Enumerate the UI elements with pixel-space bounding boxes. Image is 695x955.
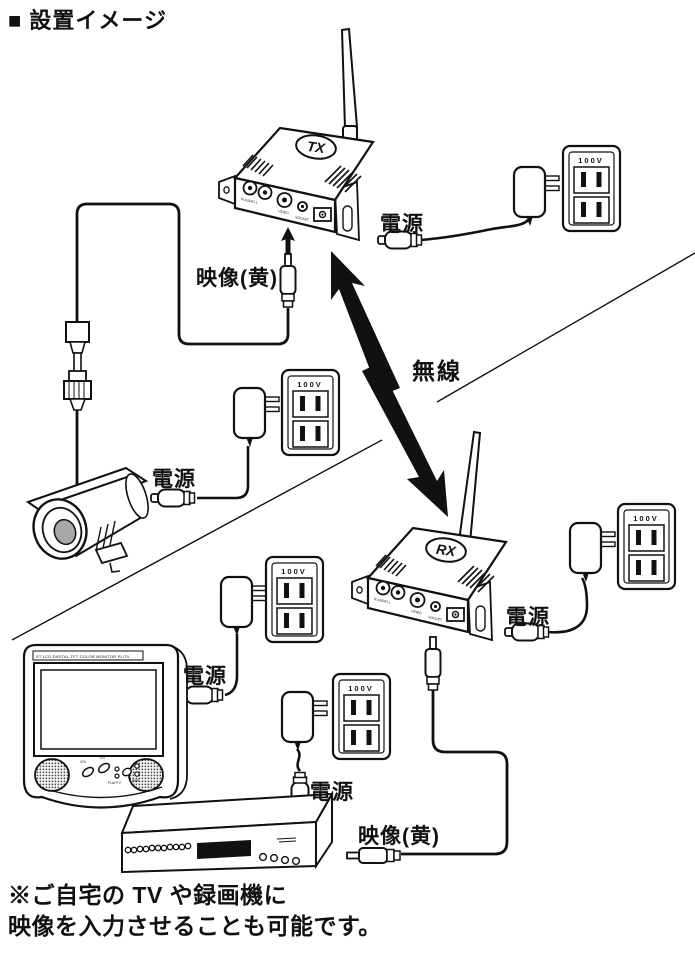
monitor-wall-outlet — [264, 555, 325, 644]
recorder-power-cord — [295, 748, 302, 772]
rx-power-cord — [547, 577, 589, 634]
bnc-joint — [63, 321, 92, 411]
speaker-left — [34, 758, 70, 792]
wall-line-lower — [11, 439, 383, 641]
footer-note-line1: ※ご自宅の TV や録画機に — [8, 882, 288, 908]
label-power-tx: 電源 — [380, 213, 424, 236]
rx-label: RX — [435, 541, 458, 560]
speaker-right — [128, 758, 164, 792]
tx-ac-adapter — [512, 165, 561, 228]
footer-note: ※ご自宅の TV や録画機に 映像を入力させることも可能です。 — [8, 880, 382, 942]
monitor-ac-adapter — [219, 575, 268, 638]
label-wireless: 無線 — [412, 358, 462, 384]
wireless-arrow — [331, 251, 448, 517]
label-power-recorder: 電源 — [310, 781, 354, 804]
monitor-power-cord — [224, 634, 239, 697]
monitor-ctl-ch: CH — [100, 756, 105, 760]
rx-video-cable — [401, 690, 509, 856]
tx-video-rca-plug — [279, 253, 297, 308]
label-video-yellow-tx: 映像(黄) — [196, 267, 278, 290]
recorder-display — [197, 840, 251, 859]
recorder — [120, 790, 334, 874]
rx-ac-adapter — [568, 521, 617, 584]
camera-power-cord — [197, 446, 250, 500]
rx-video-rca-plug — [424, 636, 442, 691]
page-title: ■ 設置イメージ — [8, 8, 167, 33]
tx-label: TX — [306, 138, 328, 157]
label-power-rx: 電源 — [506, 606, 550, 629]
camera-video-cable — [75, 202, 290, 346]
tx-unit: TX — [217, 27, 375, 242]
monitor-brand-text: ST LCD DIGITAL TFT COLOR MONITOR PL/TV — [36, 654, 130, 659]
monitor-controls[interactable]: VOL CH PLAY/TV PWR — [80, 756, 140, 785]
video-in-arrow — [281, 227, 295, 256]
footer-note-line2: 映像を入力させることも可能です。 — [8, 913, 382, 939]
monitor-ctl-playtv: PLAY/TV — [108, 781, 122, 785]
recorder-knobs[interactable] — [258, 852, 301, 866]
tx-power-cord — [420, 219, 529, 242]
camera — [25, 466, 149, 573]
rx-wall-outlet — [616, 502, 677, 591]
recorder-buttons[interactable] — [124, 842, 192, 854]
camera-ac-adapter — [232, 386, 281, 449]
rx-unit: RX — [350, 430, 508, 642]
recorder-ac-adapter — [280, 690, 329, 753]
wall-line-upper — [436, 252, 695, 403]
label-power-monitor: 電源 — [183, 665, 227, 688]
tv-video-rca-plug — [346, 847, 401, 864]
tx-label-oval — [295, 134, 337, 160]
tx-wall-outlet — [561, 144, 622, 233]
monitor-ctl-pwr: PWR — [132, 779, 140, 783]
label-video-yellow-rx: 映像(黄) — [358, 825, 440, 848]
camera-wall-outlet — [280, 368, 341, 457]
recorder-wall-outlet — [331, 672, 392, 761]
rx-antenna — [457, 430, 482, 545]
label-power-camera: 電源 — [152, 468, 196, 491]
monitor: ST LCD DIGITAL TFT COLOR MONITOR PL/TV V… — [22, 643, 188, 809]
rx-label-oval — [425, 537, 467, 563]
tx-antenna — [340, 27, 359, 130]
monitor-ctl-vol: VOL — [80, 760, 87, 764]
